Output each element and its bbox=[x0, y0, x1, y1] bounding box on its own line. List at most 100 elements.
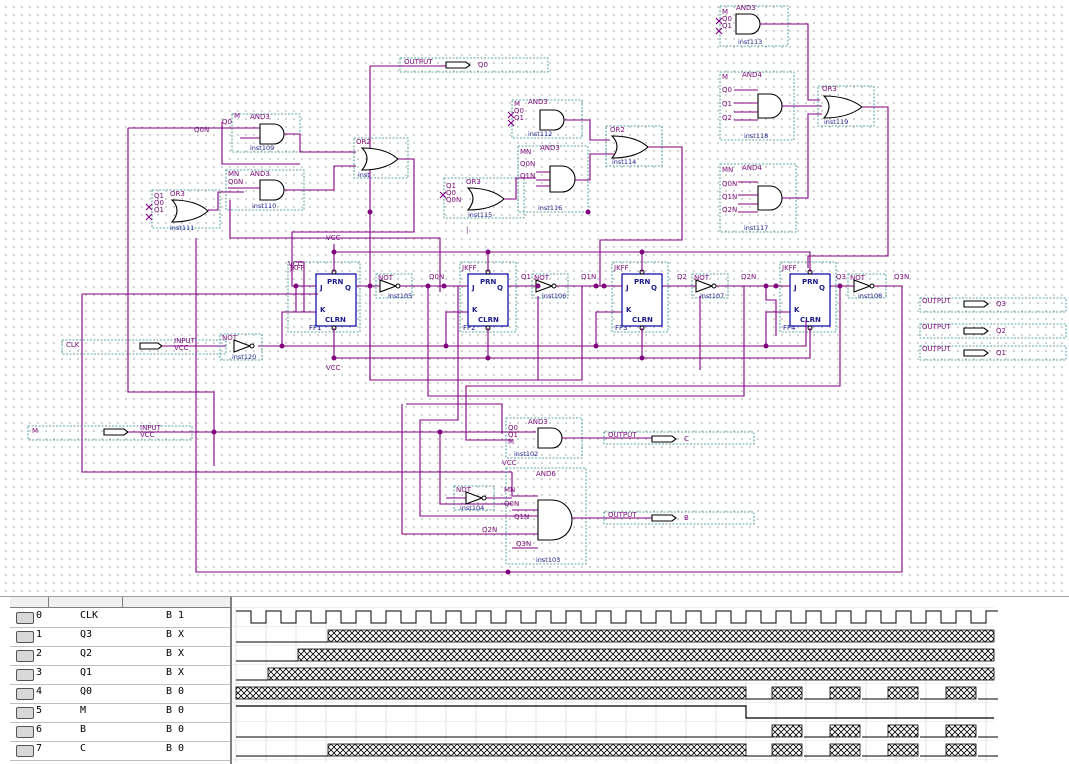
svg-text:Q0N: Q0N bbox=[228, 178, 243, 186]
svg-text:PRN: PRN bbox=[802, 278, 819, 286]
svg-text:K: K bbox=[472, 306, 478, 314]
signal-row[interactable]: 6 B B 0 bbox=[10, 722, 230, 742]
signal-row[interactable]: 5 M B 0 bbox=[10, 703, 230, 723]
unknown-segment bbox=[887, 724, 919, 738]
flipflop-ff4[interactable]: JKFF FF4 PRN J K Q CLRN bbox=[779, 261, 837, 333]
signal-name: B bbox=[80, 724, 87, 735]
signal-name: Q2 bbox=[80, 648, 93, 659]
gate-inst115[interactable]: OR3 inst115 Q1 Q0 Q0N bbox=[439, 177, 536, 219]
svg-text:inst120: inst120 bbox=[232, 353, 256, 361]
svg-text:Q0N: Q0N bbox=[520, 160, 535, 168]
gate-inst[interactable]: OR2 inst bbox=[291, 137, 415, 287]
gate-inst111[interactable]: OR3 inst111 Q1 Q0 Q1 bbox=[145, 189, 244, 232]
svg-text:Q0: Q0 bbox=[722, 15, 732, 23]
svg-text:NOT: NOT bbox=[850, 274, 866, 282]
waveform-viewer[interactable]: 0 CLK B 1 1 Q3 B X 2 Q2 B X 3 Q1 B X 4 Q… bbox=[0, 596, 1069, 764]
svg-text:inst114: inst114 bbox=[612, 158, 636, 166]
signal-row[interactable]: 2 Q2 B X bbox=[10, 646, 230, 666]
svg-text:inst104: inst104 bbox=[460, 504, 484, 512]
svg-text:C: C bbox=[684, 435, 689, 443]
output-pin-icon bbox=[16, 726, 34, 738]
svg-text:Q0: Q0 bbox=[154, 199, 164, 207]
output-q3[interactable]: OUTPUT Q3 bbox=[919, 297, 1067, 313]
output-pin-icon bbox=[16, 745, 34, 757]
svg-text:Q1: Q1 bbox=[722, 22, 732, 30]
gate-inst107[interactable]: NOT inst107 bbox=[691, 273, 729, 300]
gate-inst118[interactable]: AND4 inst118 M Q0 Q1 Q2 bbox=[719, 71, 822, 141]
trace-q2 bbox=[236, 648, 995, 662]
unknown-segment bbox=[829, 743, 861, 757]
signal-value: B X bbox=[166, 648, 185, 659]
svg-text:OR3: OR3 bbox=[466, 178, 481, 186]
svg-text:Q: Q bbox=[651, 284, 657, 292]
gate-inst103[interactable]: AND6 inst103 MN Q0N Q1N Q2N Q3N bbox=[482, 467, 652, 565]
flipflop-ff3[interactable]: JKFF FF3 PRN J K Q CLRN bbox=[611, 261, 669, 333]
svg-text:inst118: inst118 bbox=[744, 132, 768, 140]
svg-text:Q1: Q1 bbox=[514, 114, 524, 122]
schematic-canvas[interactable]: AND3 inst113 M Q0 Q1 AND4 inst118 M Q0 Q… bbox=[0, 0, 1069, 596]
svg-text:CLK: CLK bbox=[66, 341, 80, 349]
svg-text:MN: MN bbox=[722, 166, 733, 174]
gate-inst104[interactable]: NOT inst104 bbox=[446, 485, 512, 512]
svg-text:PRN: PRN bbox=[480, 278, 497, 286]
gate-inst110[interactable]: AND3 inst110 MN Q0N bbox=[225, 165, 441, 292]
svg-text:inst119: inst119 bbox=[824, 118, 848, 126]
signal-row[interactable]: 1 Q3 B X bbox=[10, 627, 230, 647]
svg-text:Q1N: Q1N bbox=[722, 193, 737, 201]
output-c[interactable]: OUTPUT C bbox=[603, 431, 755, 445]
svg-text:inst116: inst116 bbox=[538, 204, 562, 212]
svg-text:M: M bbox=[234, 112, 240, 120]
svg-text:FF4: FF4 bbox=[783, 324, 796, 332]
svg-text:inst110: inst110 bbox=[252, 202, 276, 210]
gate-inst116[interactable]: AND3 inst116 MN Q0N Q1N bbox=[517, 144, 614, 213]
unknown-segment bbox=[945, 724, 977, 738]
gate-inst105[interactable]: NOT inst105 bbox=[375, 273, 413, 300]
svg-text:AND4: AND4 bbox=[742, 71, 762, 79]
svg-text:Q0: Q0 bbox=[478, 61, 488, 69]
signal-row[interactable]: 0 CLK B 1 bbox=[10, 608, 230, 628]
output-q1[interactable]: OUTPUT Q1 bbox=[919, 345, 1067, 361]
svg-text:Q1: Q1 bbox=[521, 273, 531, 281]
signal-row[interactable]: 7 C B 0 bbox=[10, 741, 230, 761]
input-m[interactable]: M INPUT VCC bbox=[27, 424, 536, 441]
clock-wave bbox=[236, 610, 998, 624]
signal-list[interactable]: 0 CLK B 1 1 Q3 B X 2 Q2 B X 3 Q1 B X 4 Q… bbox=[10, 597, 232, 764]
gate-inst102[interactable]: AND3 inst102 Q0 Q1 M bbox=[505, 417, 652, 459]
gate-inst108[interactable]: NOT inst108 bbox=[847, 273, 887, 300]
gate-inst109[interactable]: AND3 inst109 M Q0 Q0N bbox=[127, 112, 356, 466]
output-q0-top[interactable]: OUTPUT Q0 bbox=[369, 57, 549, 380]
svg-text:M: M bbox=[514, 100, 520, 108]
gate-inst113[interactable]: AND3 inst113 M Q0 Q1 bbox=[715, 4, 820, 101]
level-segment bbox=[236, 705, 994, 719]
signal-row[interactable]: 3 Q1 B X bbox=[10, 665, 230, 685]
output-b[interactable]: OUTPUT B bbox=[603, 511, 755, 525]
trace-m bbox=[236, 705, 994, 719]
gate-inst112[interactable]: AND3 inst112 M Q0 Q1 bbox=[507, 98, 610, 141]
svg-text:VCC: VCC bbox=[174, 344, 189, 352]
svg-text:NOT: NOT bbox=[534, 274, 550, 282]
svg-text:AND3: AND3 bbox=[736, 4, 756, 12]
gate-inst106[interactable]: NOT inst106 bbox=[531, 273, 569, 300]
svg-text:NOT: NOT bbox=[378, 274, 394, 282]
output-q2[interactable]: OUTPUT Q2 bbox=[919, 323, 1067, 339]
gate-inst119[interactable]: OR3 inst119 bbox=[807, 85, 889, 268]
svg-text:Q3: Q3 bbox=[836, 273, 846, 281]
svg-text:FF3: FF3 bbox=[615, 324, 628, 332]
svg-text:OUTPUT: OUTPUT bbox=[922, 345, 951, 353]
gate-inst117[interactable]: AND4 inst117 MN Q0N Q1N Q2N bbox=[719, 113, 822, 233]
svg-text:INPUT: INPUT bbox=[140, 424, 162, 432]
signal-row[interactable]: 4 Q0 B 0 bbox=[10, 684, 230, 704]
signal-name: Q1 bbox=[80, 667, 93, 678]
flipflop-ff1[interactable]: JKFF FF1 PRN J K Q CLRN bbox=[287, 261, 361, 333]
svg-text:Q0: Q0 bbox=[446, 189, 456, 197]
svg-text:Q0N: Q0N bbox=[429, 273, 444, 281]
svg-text:B: B bbox=[684, 514, 689, 522]
waveform-traces[interactable] bbox=[232, 597, 998, 764]
unknown-segment bbox=[235, 686, 747, 700]
gate-inst120[interactable]: NOT inst120 bbox=[219, 333, 263, 361]
svg-text:Q1: Q1 bbox=[154, 192, 164, 200]
svg-text:inst108: inst108 bbox=[858, 292, 882, 300]
input-clk[interactable]: CLK INPUT VCC bbox=[61, 337, 227, 355]
svg-text:VCC: VCC bbox=[326, 364, 341, 372]
flipflop-ff2[interactable]: JKFF FF2 PRN J K Q CLRN bbox=[459, 261, 517, 333]
